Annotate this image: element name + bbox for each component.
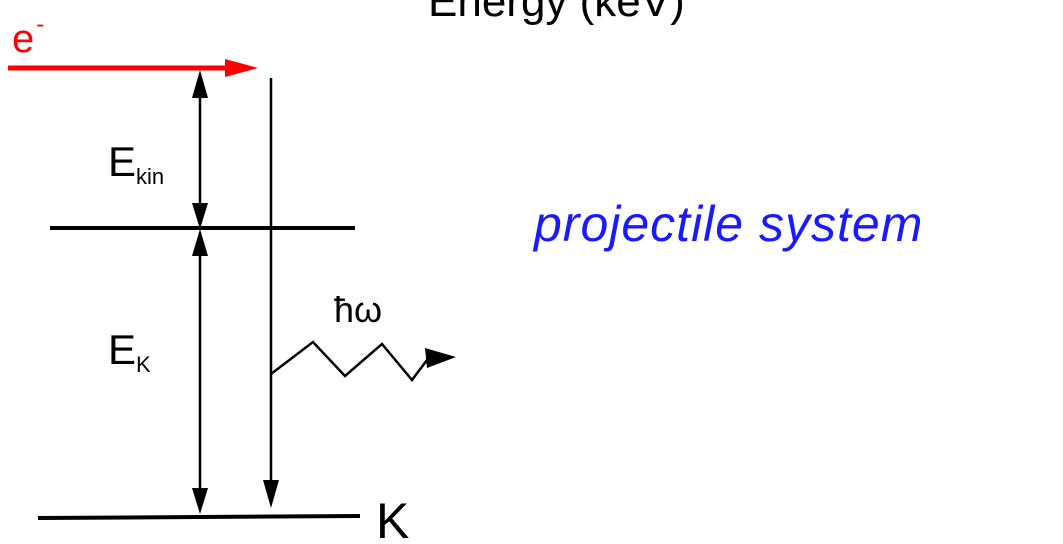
electron-superscript: -	[36, 11, 44, 38]
e-k-arrow	[192, 229, 208, 514]
transition-arrow	[263, 78, 279, 508]
e-k-label: EK	[108, 326, 151, 377]
e-k-sub: K	[136, 352, 151, 377]
electron-arrow	[8, 59, 258, 77]
k-level-line	[37, 514, 361, 520]
projectile-system-label: projectile system	[532, 196, 923, 252]
photon-label: ħω	[334, 289, 382, 330]
k-level-label: K	[376, 493, 409, 544]
e-kin-arrow	[192, 70, 208, 229]
e-kin-label: Ekin	[108, 138, 164, 189]
e-kin-main: E	[108, 138, 136, 185]
e-kin-sub: kin	[136, 164, 164, 189]
electron-label: e-	[12, 11, 44, 61]
electron-symbol: e	[12, 17, 34, 61]
e-k-main: E	[108, 326, 136, 373]
photon-wave	[270, 340, 456, 383]
electron-arrow-head	[225, 59, 258, 77]
diagram-title: Energy (keV)	[428, 0, 685, 26]
